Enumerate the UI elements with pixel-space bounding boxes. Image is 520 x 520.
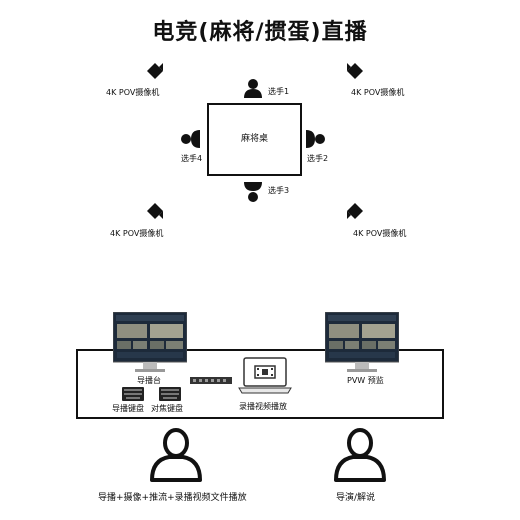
pvw-monitor (325, 312, 399, 372)
camera-icon (347, 63, 363, 79)
camera-label-bottom-left: 4K POV摄像机 (110, 229, 164, 238)
camera-icon (147, 63, 163, 79)
director-station-label: 导播台 (137, 376, 161, 385)
focus-keyboard-label: 对焦键盘 (151, 404, 183, 413)
camera-label-bottom-right: 4K POV摄像机 (353, 229, 407, 238)
keyboard-icon (159, 387, 181, 401)
player-icon (244, 79, 262, 98)
operator-label: 导播+摄像+推流+录播视频文件播放 (98, 493, 247, 503)
player-label-2: 选手2 (307, 154, 329, 163)
player-label-1: 选手1 (268, 87, 290, 96)
camera-label-top-right: 4K POV摄像机 (351, 88, 405, 97)
recorder-label: 录播视频播放 (239, 402, 287, 411)
director-keyboard-label: 导播键盘 (112, 404, 144, 413)
player-label-4: 选手4 (181, 154, 203, 163)
keyboard-icon (122, 387, 144, 401)
page-title: 电竞(麻将/掼蛋)直播 (152, 20, 368, 45)
laptop-icon (238, 357, 292, 394)
table-label: 麻将桌 (240, 134, 268, 144)
mahjong-table: 麻将桌 (207, 103, 302, 176)
camera-icon (347, 203, 363, 219)
operator-icon (150, 428, 202, 482)
director-icon (334, 428, 386, 482)
director-monitor (113, 312, 187, 372)
switch-device (190, 377, 232, 384)
pvw-label: PVW 预监 (347, 376, 384, 385)
director-label: 导演/解说 (336, 493, 376, 503)
player-icon (244, 182, 262, 202)
player-icon (306, 130, 325, 148)
player-label-3: 选手3 (268, 186, 290, 195)
camera-icon (147, 203, 163, 219)
broadcast-area (76, 349, 444, 419)
player-icon (181, 130, 200, 148)
camera-label-top-left: 4K POV摄像机 (106, 88, 160, 97)
